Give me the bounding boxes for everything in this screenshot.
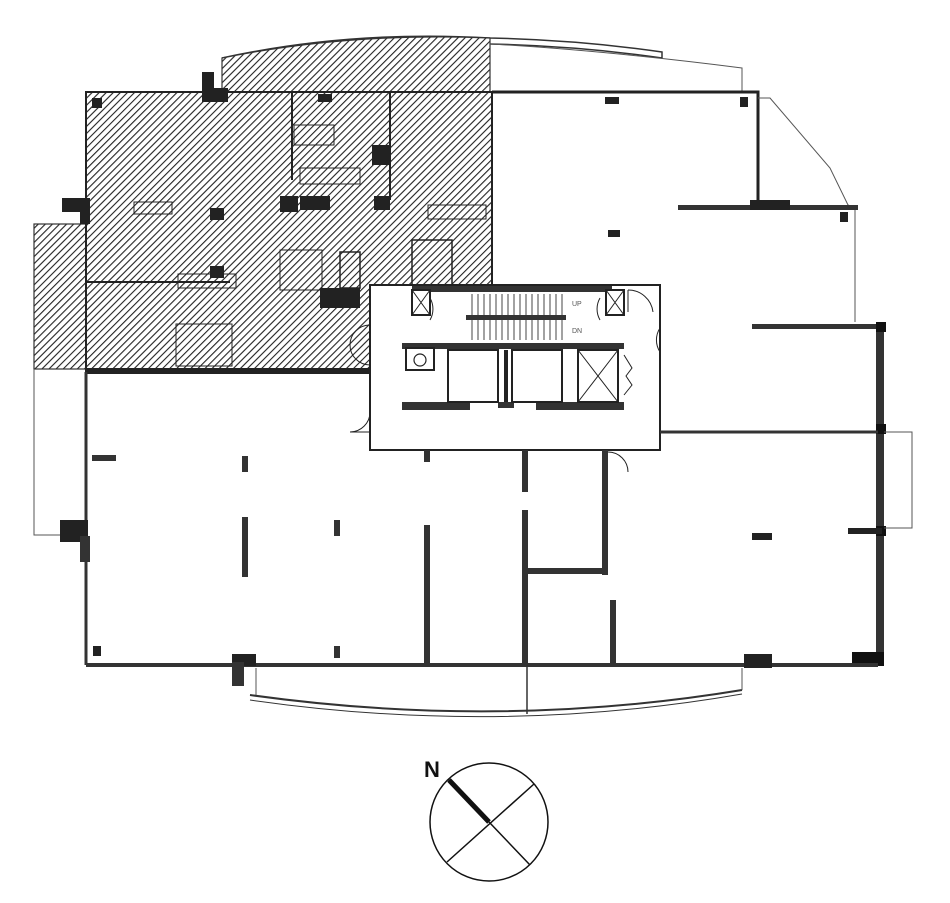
west-balcony xyxy=(33,369,86,536)
stair-up-label: UP xyxy=(572,301,582,308)
stairs[interactable] xyxy=(466,292,570,342)
east-wall xyxy=(848,322,913,666)
building-core: UP DN xyxy=(349,284,661,451)
north-arrow-compass: N xyxy=(424,757,549,882)
south-balcony xyxy=(249,665,743,718)
columns-suite xyxy=(62,72,390,308)
suite-south-wall xyxy=(86,368,370,374)
elevator-1 xyxy=(447,349,499,403)
stair-down-label: DN xyxy=(572,328,582,335)
north-label: N xyxy=(424,757,440,782)
suite-south xyxy=(60,372,878,686)
elevator-2 xyxy=(511,349,563,403)
north-balcony xyxy=(221,35,743,93)
suite-interior-walls xyxy=(86,92,487,367)
west-balcony-hatched xyxy=(33,223,87,370)
north-pointer xyxy=(447,778,491,824)
suite-northeast xyxy=(492,90,882,329)
